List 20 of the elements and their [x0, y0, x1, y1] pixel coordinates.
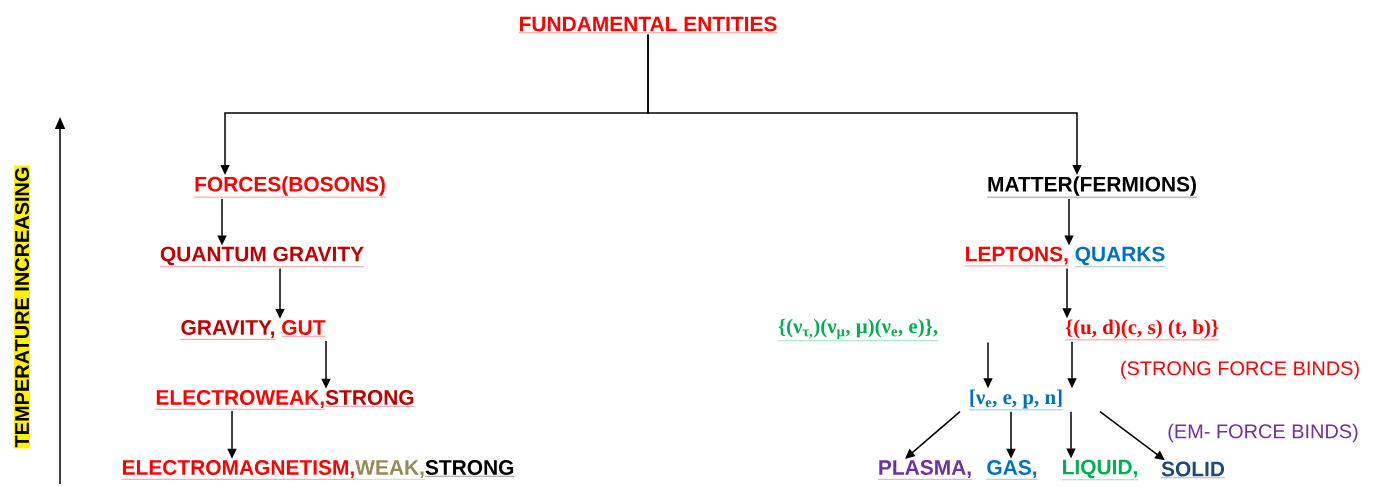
term-text: ELECTROMAGNETISM,WEAK,STRONG [121, 460, 515, 480]
term-text: ELECTROWEAK,STRONG [155, 390, 415, 410]
term-text: SOLID [1160, 461, 1226, 478]
term-text: FUNDAMENTAL ENTITIES [518, 16, 778, 33]
term-text: GRAVITY, GUT [180, 320, 326, 340]
term-text: LIQUID, [1061, 459, 1139, 480]
term-text: {(u, d)(c, s) (t, b)} [1064, 319, 1220, 341]
note-text: (STRONG FORCE BINDS) [1121, 360, 1359, 380]
axis-label: TEMPERATURE INCREASING [13, 165, 31, 449]
term-text: {(ν$_{τ,}$)(ν$_{μ}$, μ)(ν$_{e}$, e)}, [777, 318, 939, 341]
arrow [905, 410, 961, 459]
term-text: MATTER(FERMIONS) [986, 176, 1198, 198]
term-text: FORCES(BOSONS) [193, 176, 387, 198]
term-text: PLASMA, [877, 460, 973, 480]
note-text: (EM- FORCE BINDS) [1168, 423, 1358, 443]
term-text: LEPTONS, QUARKS [964, 246, 1166, 267]
arrow [1099, 410, 1165, 461]
term-text: [ν$_{e}$, e, p, n] [968, 389, 1064, 411]
term-text: QUANTUM GRAVITY [159, 246, 365, 267]
term-text: GAS, [986, 460, 1038, 480]
